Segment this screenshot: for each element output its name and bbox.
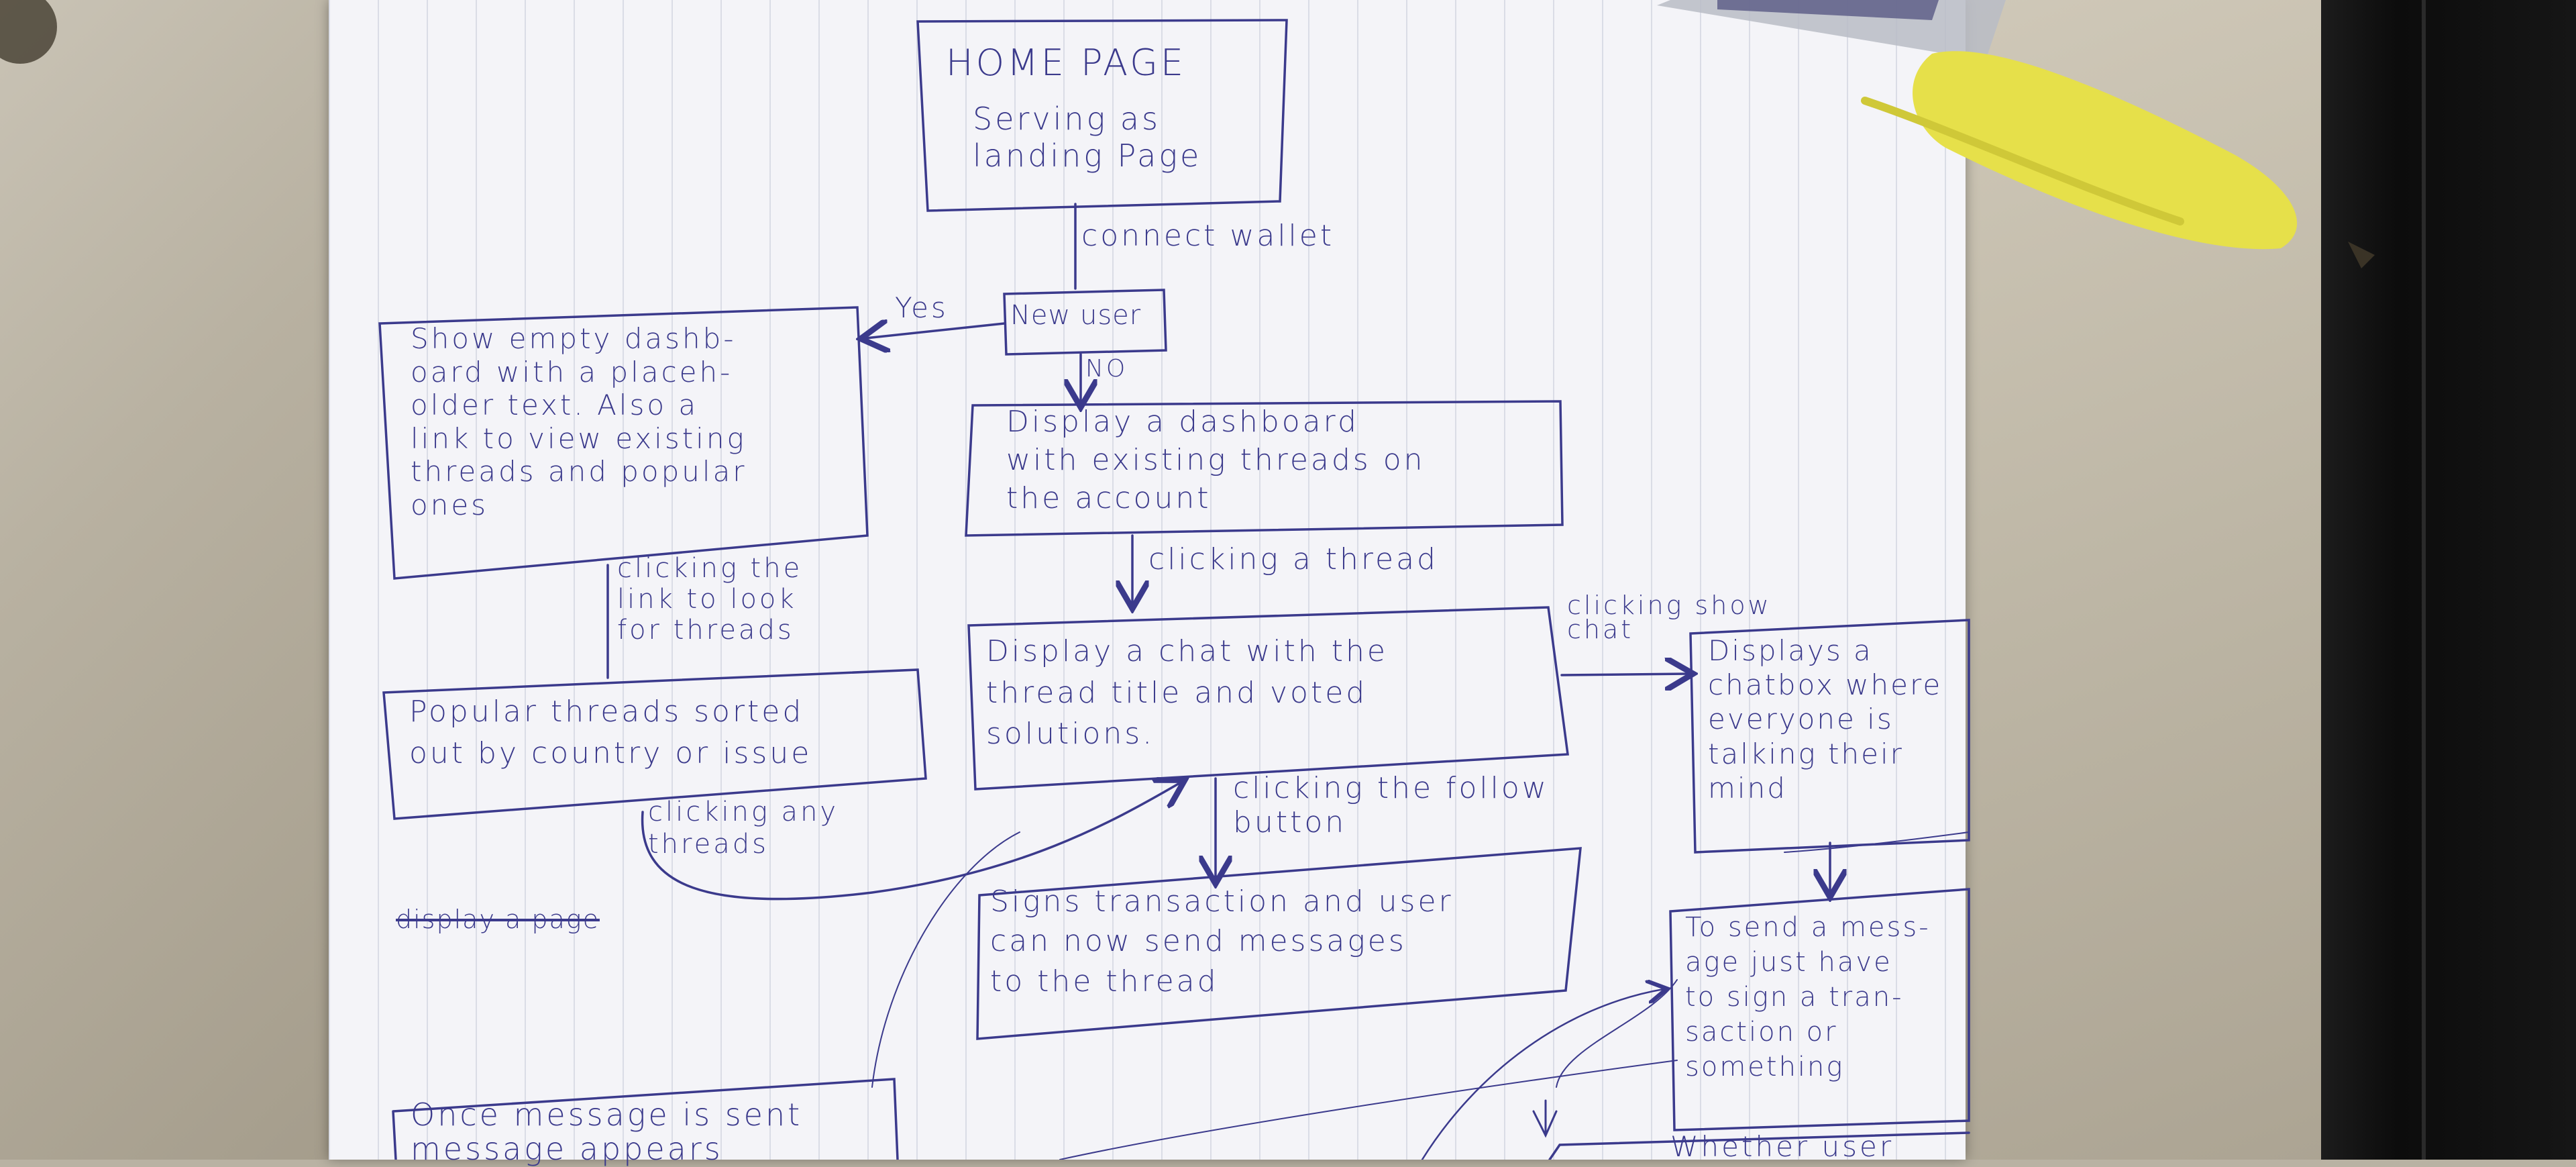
edge-label-clicking-link: clicking the link to look for threads [617,553,803,646]
box-popular [382,668,927,820]
box-empty-dashboard [378,306,869,580]
box-signs [976,847,1582,1040]
edge-label-clicking-any: clicking any threads [648,797,839,860]
edge-long-curve [871,831,1020,1088]
node-empty-dashboard: Show empty dashb- oard with a placeh- ol… [411,322,747,521]
edge-v-mark [1532,1099,1558,1138]
node-new-user: New user [1010,300,1142,331]
node-whether-user: Whether user [1670,1130,1894,1163]
edge-label-yes: Yes [895,291,949,324]
node-signs: Signs transaction and user can now send … [990,884,1454,999]
edge-popular-chat [641,782,1181,901]
box-dashboard [965,400,1564,537]
box-send-msg [1669,888,1970,1131]
edge-label-clicking-show-chat: clicking show chat [1567,591,1772,645]
box-whether-user [1548,1131,1970,1160]
edge-newuser-yes [865,323,1006,338]
black-notebook [2321,0,2576,1160]
edge-label-display-page-struck: display a page [396,905,600,934]
paper-sheet [329,0,1966,1160]
box-chat [967,606,1569,791]
edge-chatbox-lower [1784,831,1970,853]
edge-label-connect-wallet: connect wallet [1081,219,1335,253]
edge-lower-line [1059,1060,1678,1160]
edge-chat-chatbox [1560,674,1688,675]
node-chatbox: Displays a chatbox where everyone is tal… [1708,634,1943,805]
node-home-title: HOME PAGE [946,42,1187,84]
node-dashboard: Display a dashboard with existing thread… [1006,405,1426,516]
table-surface-left [0,0,329,1160]
box-once-msg [392,1078,899,1160]
edge-down-arrow [1556,979,1678,1088]
box-chatbox [1689,619,1970,854]
edge-label-clicking-thread: clicking a thread [1148,542,1438,576]
node-chat: Display a chat with the thread title and… [986,634,1388,752]
node-once-msg: Once message is sent message appears [411,1097,803,1167]
box-home [916,19,1288,212]
notebook-edge [2422,0,2426,1160]
node-home-subtitle: Serving as landing Page [973,101,1202,174]
box-new-user [1003,289,1167,356]
edge-send-curve [1421,989,1664,1160]
table-stain [0,0,57,64]
node-popular: Popular threads sorted out by country or… [409,695,812,770]
edge-label-no: NO [1085,355,1128,383]
node-send-msg: To send a mess- age just have to sign a … [1685,912,1931,1082]
edge-label-clicking-follow: clicking the follow button [1233,771,1549,840]
pen [1657,0,2375,268]
